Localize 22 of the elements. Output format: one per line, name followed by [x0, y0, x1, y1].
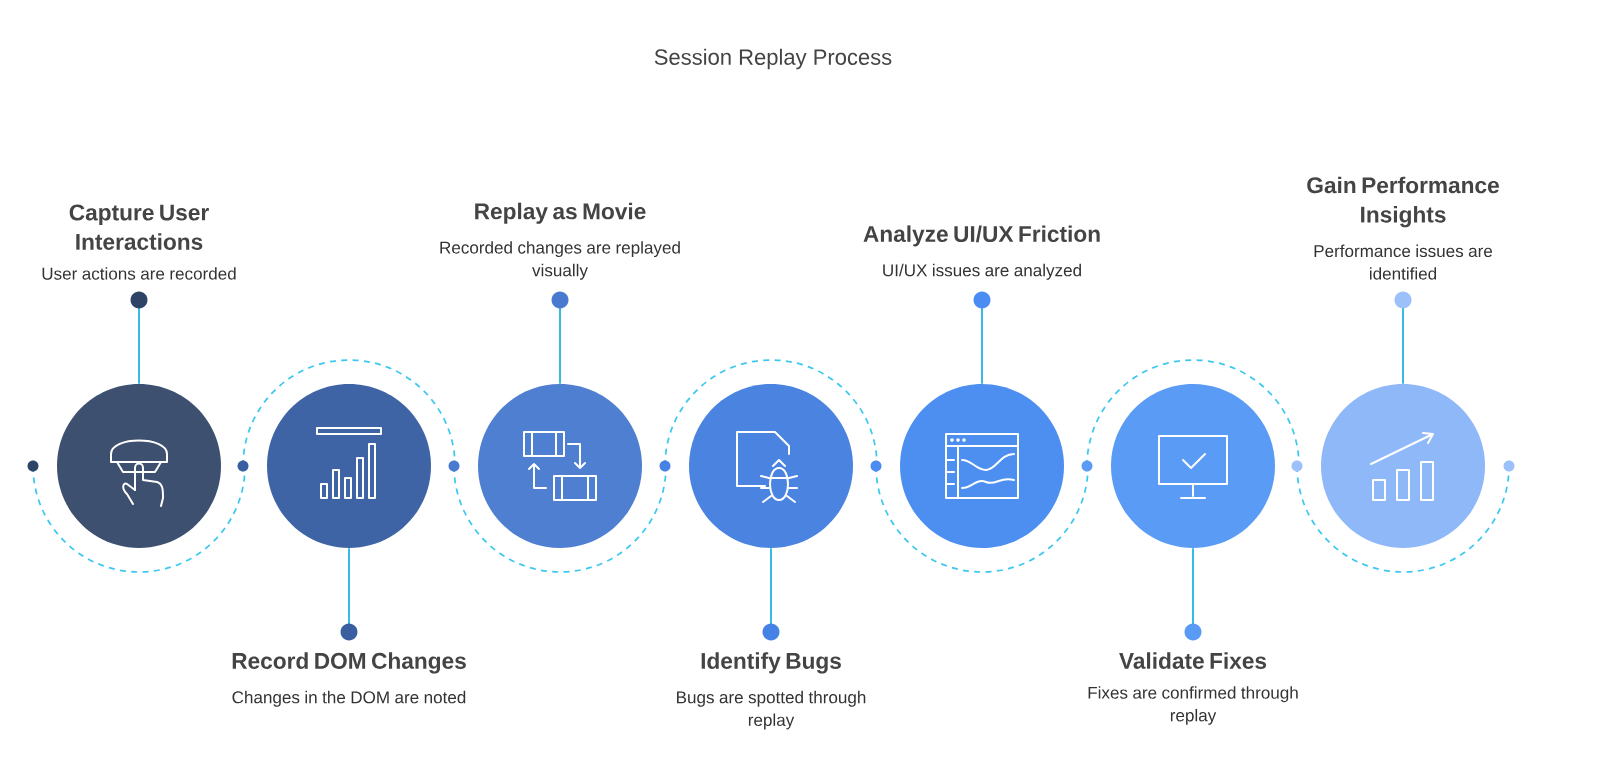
leader-line	[130, 291, 148, 309]
step-text: Record DOM Changes Changes in the DOM are noted	[232, 652, 466, 707]
title: Session Replay Process	[654, 48, 892, 70]
leader-line	[1394, 291, 1412, 309]
step-text: Analyze UI/UX Friction UI/UX issues are analyzed	[863, 225, 1100, 280]
step-circle	[1321, 384, 1485, 548]
step-text: Replay as Movie Recorded changes are replayed visually	[440, 202, 680, 280]
step-circle	[1111, 384, 1275, 548]
leader-line	[551, 291, 569, 309]
step-text: Identify Bugs Bugs are spotted through replay	[677, 652, 866, 730]
leader-line	[340, 623, 358, 641]
step-text: Validate Fixes Fixes are confirmed through replay	[1088, 652, 1298, 725]
leader-line	[973, 291, 991, 309]
step-circle	[57, 384, 221, 548]
step-circle	[689, 384, 853, 548]
step-text: Capture User Interactions User actions are recorded	[42, 204, 236, 280]
step-text: Gain Performance Insights Performance issues are identified	[1307, 176, 1499, 280]
step-circle	[478, 384, 642, 548]
step-circle	[900, 384, 1064, 548]
leader-line	[1184, 623, 1202, 641]
step-circle	[267, 384, 431, 548]
leader-line	[762, 623, 780, 641]
